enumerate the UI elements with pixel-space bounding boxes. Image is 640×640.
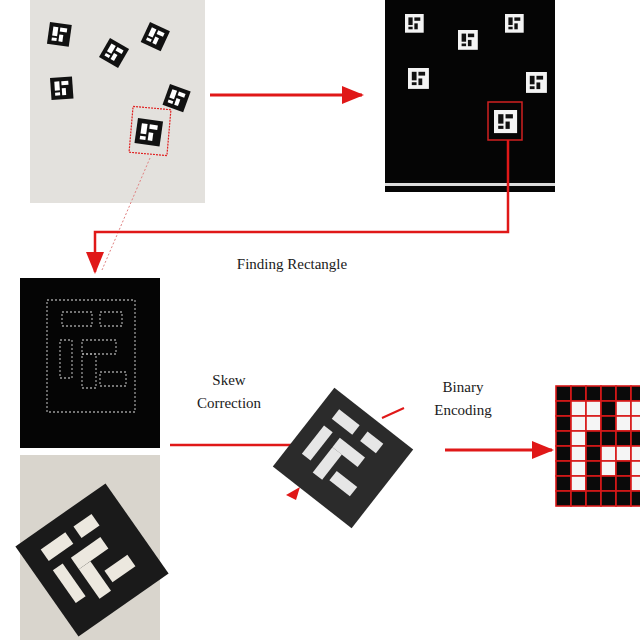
grid-cell [601, 491, 616, 506]
grid-cell [601, 386, 616, 401]
grid-cell [601, 476, 616, 491]
grid-cell [601, 416, 616, 431]
grid-cell [616, 476, 631, 491]
grid-cell [631, 401, 640, 416]
grid-cell [556, 491, 571, 506]
grid-cell [556, 386, 571, 401]
step-label: Skew Correction [186, 369, 272, 414]
grid-cell [571, 416, 586, 431]
grid-cell [616, 416, 631, 431]
grid-cell [616, 401, 631, 416]
grid-cell [631, 431, 640, 446]
grid-cell [616, 461, 631, 476]
grid-cell [571, 461, 586, 476]
grid-cell [631, 491, 640, 506]
grid-cell [631, 461, 640, 476]
grid-cell [586, 476, 601, 491]
grid-cell [631, 416, 640, 431]
grid-cell [616, 386, 631, 401]
grid-cell [556, 431, 571, 446]
grid-cell [571, 491, 586, 506]
grid-cell [631, 446, 640, 461]
grid-cell [586, 431, 601, 446]
grid-cell [616, 491, 631, 506]
grid-cell [556, 446, 571, 461]
grid-cell [601, 431, 616, 446]
grid-cell [601, 461, 616, 476]
grid-cell [586, 401, 601, 416]
grid-cell [571, 431, 586, 446]
grid-cell [556, 401, 571, 416]
grid-cell [556, 461, 571, 476]
grid-cell [586, 416, 601, 431]
grid-cell [556, 476, 571, 491]
grid-cell [601, 446, 616, 461]
step-label: Finding Rectangle [222, 253, 362, 276]
grid-cell [556, 416, 571, 431]
grid-cell [631, 476, 640, 491]
grid-cell [631, 386, 640, 401]
grid-cell [571, 476, 586, 491]
grid-cell [586, 491, 601, 506]
grid-cell [586, 386, 601, 401]
grid-cell [586, 461, 601, 476]
grid-cell [571, 401, 586, 416]
grid-cell [586, 446, 601, 461]
grid-cell [601, 401, 616, 416]
grid-cell [616, 431, 631, 446]
grid-cell [571, 386, 586, 401]
step-label: Binary Encoding [420, 376, 506, 421]
grid-cell [616, 446, 631, 461]
grid-cell [571, 446, 586, 461]
